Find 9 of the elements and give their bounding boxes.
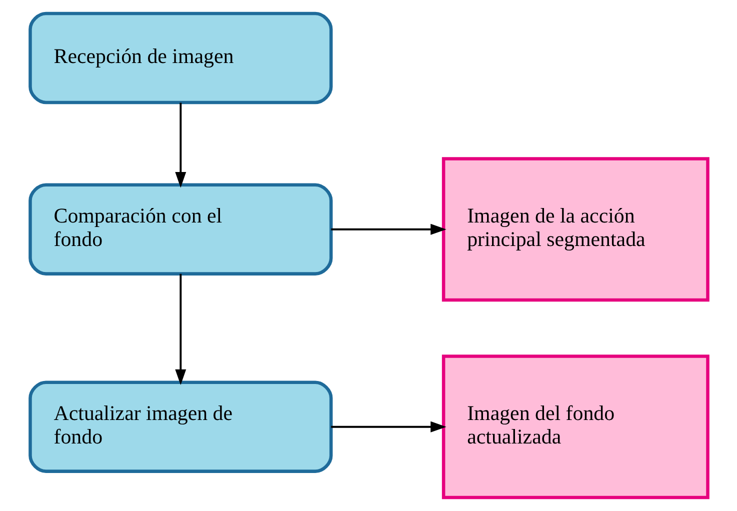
arrow bbox=[330, 421, 446, 432]
node-box: Comparación con el fondo bbox=[28, 183, 332, 276]
node-box: Imagen del fondo actualizada bbox=[441, 354, 709, 500]
node-box: Actualizar imagen de fondo bbox=[28, 380, 332, 473]
arrow bbox=[174, 274, 186, 386]
arrow bbox=[330, 224, 446, 235]
arrow bbox=[174, 102, 186, 188]
node-box: Imagen de la acción principal segmentada bbox=[441, 157, 709, 302]
node-box: Recepción de imagen bbox=[28, 12, 332, 104]
